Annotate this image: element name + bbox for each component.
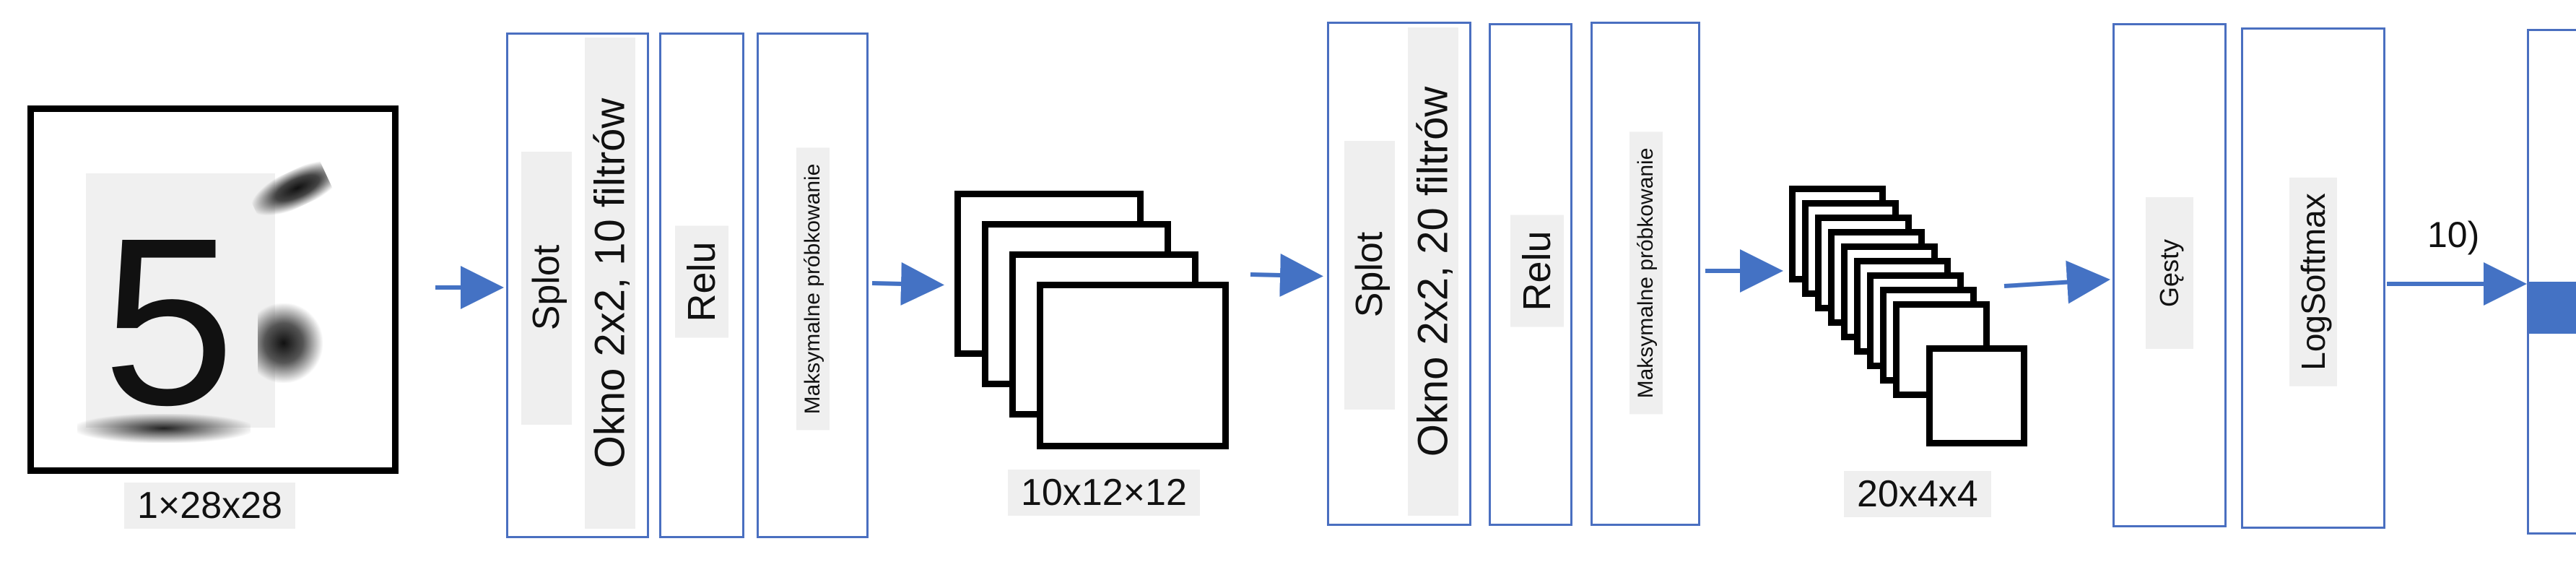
conv2-window-strip xyxy=(1408,27,1458,516)
conv1-window-strip xyxy=(585,38,635,529)
input-image-frame: 5 xyxy=(27,105,399,474)
arrow-features1-to-conv2 xyxy=(1250,253,1323,297)
arrow-features2-to-dense xyxy=(2003,260,2110,304)
conv2-splot-strip xyxy=(1344,141,1395,410)
input-shape-label: 1×28x28 xyxy=(124,483,295,529)
feature-map-1d xyxy=(1037,282,1229,449)
arrow-pool1-to-features1 xyxy=(871,261,944,306)
feature-map-2j xyxy=(1926,345,2027,446)
output-shape-label: 10) xyxy=(2427,214,2480,256)
relu1-box xyxy=(659,33,744,538)
input-blur-bottom xyxy=(77,414,251,443)
conv1-splot-strip xyxy=(521,152,572,425)
feature1-shape-label: 10x12×12 xyxy=(1008,470,1200,516)
output-highlight xyxy=(2529,282,2576,334)
input-blur-middle xyxy=(258,303,323,383)
input-digit-background xyxy=(86,173,275,428)
pool1-box xyxy=(757,33,869,538)
feature2-shape-label: 20x4x4 xyxy=(1844,471,1991,517)
input-digit: 5 xyxy=(103,188,235,454)
